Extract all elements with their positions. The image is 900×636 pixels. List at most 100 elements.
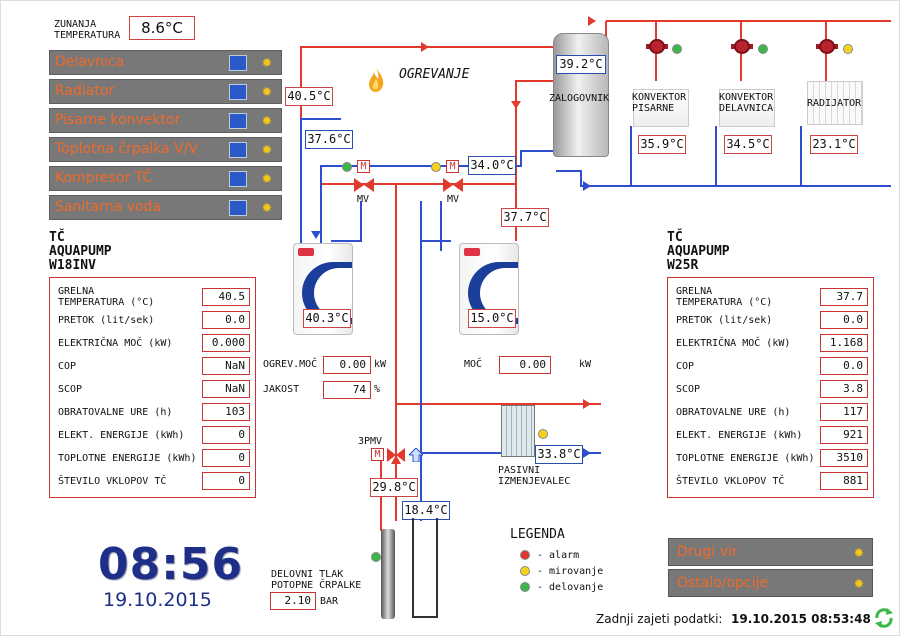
- menu-item-radiator[interactable]: Radiator ✹: [49, 79, 282, 104]
- footer-timestamp: 19.10.2015 08:53:48: [731, 612, 871, 626]
- consumer-label: DELAVNICA: [719, 103, 774, 114]
- heating-label: OGREVANJE: [399, 67, 470, 82]
- gear-icon[interactable]: ✹: [261, 168, 272, 188]
- consumer-label: PISARNE: [632, 103, 675, 114]
- trend-chart-icon[interactable]: [229, 142, 247, 158]
- valve-icon: [443, 177, 463, 192]
- legend-item-delovanje: - delovanje: [537, 582, 604, 593]
- valve-motor-icon[interactable]: M: [357, 160, 370, 173]
- status-dot-mirovanje: [431, 162, 441, 172]
- radiator-icon: [807, 81, 863, 125]
- gear-icon[interactable]: ✹: [261, 52, 272, 72]
- hp1-row-label: ELEKTRIČNA MOČ (kW): [58, 338, 173, 349]
- menu-item-toplotna-crpalka[interactable]: Toplotna črpalka V/V ✹: [49, 137, 282, 162]
- menu-item-label: Sanitarna voda: [55, 199, 162, 215]
- status-dot-delovanje: [371, 552, 381, 562]
- gear-icon[interactable]: ✹: [261, 81, 272, 101]
- hp2-title-line1: TČ: [667, 230, 683, 245]
- trend-chart-icon[interactable]: [229, 84, 247, 100]
- status-dot-delovanje: [758, 44, 768, 54]
- trend-chart-icon[interactable]: [229, 200, 247, 216]
- exchanger-label: PASIVNI: [498, 465, 541, 476]
- menu-item-label: Radiator: [55, 83, 115, 99]
- valve-label: MV: [447, 194, 460, 205]
- ostalo-opcije-label: Ostalo/opcije: [677, 575, 769, 591]
- hp2-value: 1.168: [820, 334, 868, 352]
- hp2-value: 117: [820, 403, 868, 421]
- hp1-title-line2: AQUAPUMP: [49, 244, 112, 259]
- hp1-row-label: TOPLOTNE ENERGIJE (kWh): [58, 453, 197, 464]
- hp2-row-label: ELEKT. ENERGIJE (kWh): [676, 430, 803, 441]
- moc-value: 0.00: [499, 356, 551, 374]
- outside-temp-value: 8.6°C: [129, 16, 195, 40]
- storage-tank[interactable]: [553, 33, 609, 157]
- pipe-temp-7: 29.8°C: [370, 478, 418, 497]
- hp1-temp: 40.3°C: [303, 309, 351, 328]
- gear-icon[interactable]: ✹: [853, 542, 864, 562]
- three-way-valve-icon: [387, 446, 405, 464]
- legend-dot-mirovanje: [520, 566, 530, 576]
- hp2-value: 881: [820, 472, 868, 490]
- trend-chart-icon[interactable]: [229, 171, 247, 187]
- convector-icon: [633, 89, 689, 127]
- gear-icon[interactable]: ✹: [261, 139, 272, 159]
- pump-icon: [731, 36, 753, 56]
- moc-label: MOČ: [464, 359, 483, 370]
- valve-icon: [354, 177, 374, 192]
- convector-icon: [719, 89, 775, 127]
- menu-item-sanitarna-voda[interactable]: Sanitarna voda ✹: [49, 195, 282, 220]
- pressure-value: 2.10: [270, 592, 316, 610]
- consumer-label: KONVEKTOR: [632, 92, 687, 103]
- trend-chart-icon[interactable]: [229, 113, 247, 129]
- ogrev-value: 0.00: [323, 356, 371, 374]
- hp1-value: 0.000: [202, 334, 250, 352]
- submersible-pump-icon: [381, 529, 395, 619]
- pump-icon: [816, 36, 838, 56]
- consumer-temp: 35.9°C: [638, 135, 686, 154]
- ostalo-opcije-button[interactable]: Ostalo/opcije ✹: [668, 569, 873, 597]
- hp1-row-label: PRETOK (lit/sek): [58, 315, 155, 326]
- gear-icon[interactable]: ✹: [261, 197, 272, 217]
- valve-motor-icon[interactable]: M: [446, 160, 459, 173]
- hp2-value: 37.7: [820, 288, 868, 306]
- menu-item-pisarne-konvektor[interactable]: Pisarne konvektor ✹: [49, 108, 282, 133]
- legend-item-mirovanje: - mirovanje: [537, 566, 604, 577]
- menu-item-label: Pisarne konvektor: [55, 112, 181, 128]
- gear-icon[interactable]: ✹: [853, 573, 864, 593]
- hp2-row-label: PRETOK (lit/sek): [676, 315, 773, 326]
- hp2-row-label: COP: [676, 361, 695, 372]
- trend-chart-icon[interactable]: [229, 55, 247, 71]
- heat-exchanger-icon[interactable]: [501, 405, 535, 457]
- well-icon: [412, 518, 438, 618]
- hp2-row-label: TOPLOTNE ENERGIJE (kWh): [676, 453, 815, 464]
- gear-icon[interactable]: ✹: [261, 110, 272, 130]
- valve-label: MV: [357, 194, 370, 205]
- menu-item-delavnica[interactable]: Delavnica ✹: [49, 50, 282, 75]
- hp2-row-label: SCOP: [676, 384, 701, 395]
- storage-label: ZALOGOVNIK: [549, 93, 610, 104]
- drugi-vir-button[interactable]: Drugi vir ✹: [668, 538, 873, 566]
- menu-item-label: Toplotna črpalka V/V: [55, 141, 199, 157]
- pump-icon: [646, 36, 668, 56]
- hp1-value: 0.0: [202, 311, 250, 329]
- refresh-icon[interactable]: [873, 607, 895, 629]
- legend-title: LEGENDA: [510, 527, 565, 542]
- consumer-temp: 34.5°C: [724, 135, 772, 154]
- hp2-value: 0.0: [820, 311, 868, 329]
- pressure-label: POTOPNE ČRPALKE: [271, 580, 362, 591]
- valve-motor-icon[interactable]: M: [371, 448, 384, 461]
- menu-item-label: Delavnica: [55, 54, 125, 70]
- legend-item-alarm: - alarm: [537, 550, 580, 561]
- arrow-up-icon: [407, 447, 425, 463]
- hp2-row-label: ŠTEVILO VKLOPOV TČ: [676, 476, 785, 487]
- hp2-row-label: ELEKTRIČNA MOČ (kW): [676, 338, 791, 349]
- hp1-row-label: SCOP: [58, 384, 83, 395]
- menu-item-kompresor[interactable]: Kompresor TČ ✹: [49, 166, 282, 191]
- pipe-temp-3: 34.0°C: [468, 156, 516, 175]
- storage-temp: 39.2°C: [556, 55, 606, 74]
- hp1-value: 0: [202, 426, 250, 444]
- clock-time: 08:56: [98, 539, 244, 590]
